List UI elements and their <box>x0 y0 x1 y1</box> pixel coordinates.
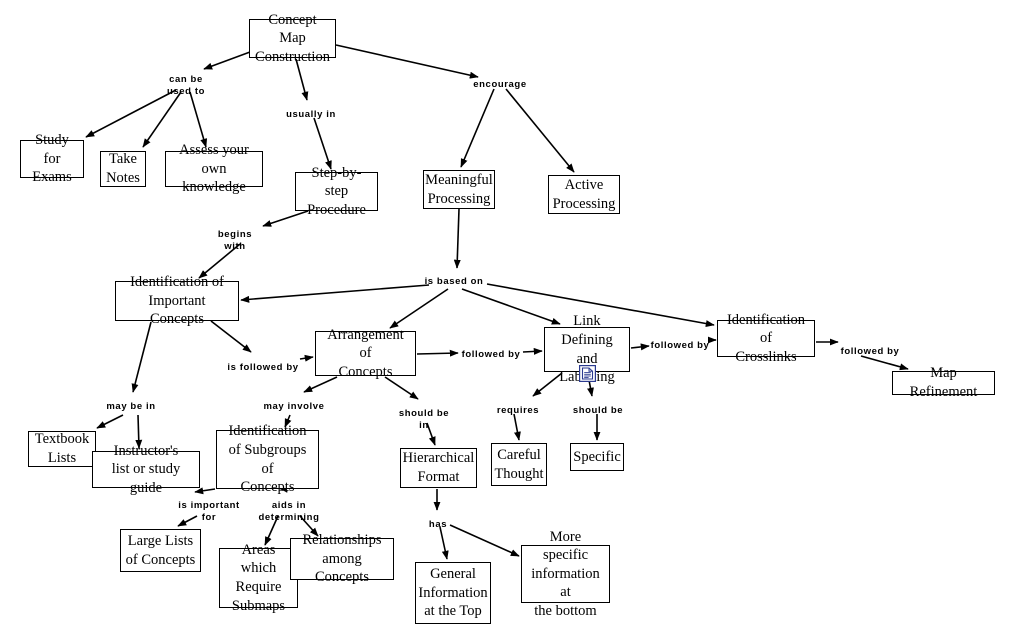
edge-root-to-encourage <box>335 44 479 79</box>
link-label-canbeusedto[interactable]: can be used to <box>167 74 205 98</box>
document-icon[interactable] <box>578 364 597 383</box>
edge-isbasedon-to-identimp <box>240 284 430 303</box>
node-areas[interactable]: Areas which Require Submaps <box>219 542 298 614</box>
link-label-isimportantfor[interactable]: is important for <box>178 500 240 524</box>
node-morespecific[interactable]: More specific information at the bottom <box>521 529 610 619</box>
node-notes[interactable]: Take Notes <box>100 151 146 187</box>
node-identimp[interactable]: Identification of Important Concepts <box>115 274 239 327</box>
edge-has-to-morespecific <box>449 524 520 557</box>
link-label-followedby2[interactable]: followed by <box>650 340 710 351</box>
edge-canbeusedto-to-study <box>85 89 177 138</box>
link-label-maybein[interactable]: may be in <box>106 401 156 412</box>
link-label-isbasedon[interactable]: is based on <box>424 276 484 287</box>
node-relationships[interactable]: Relationships among Concepts <box>290 532 394 585</box>
edge-isbasedon-to-arrange <box>389 288 449 329</box>
edge-canbeusedto-to-assess <box>189 91 208 148</box>
edge-identimp-to-isfollowedby1 <box>210 320 252 353</box>
node-refinement[interactable]: Map Refinement <box>892 365 995 400</box>
node-instructor[interactable]: Instructor's list or study guide <box>92 443 200 496</box>
node-assess[interactable]: Assess your own knowledge <box>165 142 263 195</box>
edge-mayinvolve-to-subgroups <box>284 414 292 428</box>
edge-root-to-canbeusedto <box>203 51 251 70</box>
edge-linkdef-to-shouldbe <box>587 379 594 397</box>
edge-isbasedon-to-linkdef <box>461 288 561 325</box>
edge-maybein-to-instructor <box>135 414 143 449</box>
node-stepbystep[interactable]: Step-by-step Procedure <box>295 165 378 218</box>
edge-aidsindetermining-to-areas <box>264 515 279 546</box>
node-meaningful[interactable]: Meaningful Processing <box>423 170 495 209</box>
node-hierarchical[interactable]: Hierarchical Format <box>400 448 477 488</box>
node-study[interactable]: Study for Exams <box>20 132 84 185</box>
edge-canbeusedto-to-notes <box>142 91 182 148</box>
node-textbook[interactable]: Textbook Lists <box>28 431 96 467</box>
edge-subgroups-to-aidsindetermining <box>278 483 288 493</box>
link-label-followedby1[interactable]: followed by <box>461 349 521 360</box>
node-specific[interactable]: Specific <box>570 443 624 471</box>
edge-identimp-to-maybein <box>131 321 152 393</box>
node-root[interactable]: Concept Map Construction <box>249 12 336 65</box>
edge-arrange-to-mayinvolve <box>303 376 338 393</box>
edge-aidsindetermining-to-relationships <box>299 515 319 537</box>
edge-stepbystep-to-beginswith <box>262 210 309 227</box>
node-active[interactable]: Active Processing <box>548 175 620 214</box>
link-label-isfollowedby1[interactable]: is followed by <box>227 362 299 373</box>
edge-arrange-to-followedby1 <box>416 349 459 357</box>
edge-followedby1-to-linkdef <box>522 347 543 355</box>
edge-encourage-to-active <box>505 88 575 173</box>
edge-usuallyin-to-stepbystep <box>313 117 332 170</box>
edge-linkdef-to-followedby2 <box>630 343 650 351</box>
edge-shouldbein-to-hierarchical <box>426 422 436 446</box>
edge-followedby3-to-refinement <box>860 355 909 371</box>
node-largelists[interactable]: Large Lists of Concepts <box>120 529 201 572</box>
edge-root-to-usuallyin <box>295 58 309 101</box>
link-label-beginswith[interactable]: begins with <box>217 229 253 253</box>
edge-arrange-to-shouldbein <box>384 376 419 400</box>
node-careful[interactable]: Careful Thought <box>491 443 547 486</box>
edge-requires-to-careful <box>513 413 521 441</box>
link-label-encourage[interactable]: encourage <box>473 79 527 90</box>
link-label-followedby3[interactable]: followed by <box>840 346 900 357</box>
link-label-shouldbe[interactable]: should be <box>572 405 624 416</box>
edge-linkdef-to-requires <box>532 372 563 397</box>
edge-instructor-to-isimportantfor <box>194 487 216 495</box>
edge-isbasedon-to-crosslinks <box>486 283 715 327</box>
edge-isfollowedby1-to-arrange <box>299 354 314 362</box>
edge-meaningful-to-isbasedon <box>453 208 461 269</box>
edge-isimportantfor-to-largelists <box>177 515 198 527</box>
node-arrange[interactable]: Arrangement of Concepts <box>315 327 416 380</box>
edge-has-to-general <box>439 526 449 560</box>
link-label-shouldbein[interactable]: should be in <box>398 408 450 432</box>
link-label-has[interactable]: has <box>428 519 448 530</box>
edge-maybein-to-textbook <box>96 414 124 429</box>
node-general[interactable]: General Information at the Top <box>415 562 491 624</box>
link-label-mayinvolve[interactable]: may involve <box>263 401 325 412</box>
edge-encourage-to-meaningful <box>460 88 495 168</box>
link-label-usuallyin[interactable]: usually in <box>286 109 336 120</box>
link-label-requires[interactable]: requires <box>496 405 540 416</box>
edges <box>85 44 909 560</box>
link-label-aidsindetermining[interactable]: aids in determining <box>258 500 320 524</box>
node-crosslinks[interactable]: Identification of Crosslinks <box>717 312 815 365</box>
edge-beginswith-to-identimp <box>198 243 241 279</box>
node-subgroups[interactable]: Identification of Subgroups of Concepts <box>216 423 319 495</box>
